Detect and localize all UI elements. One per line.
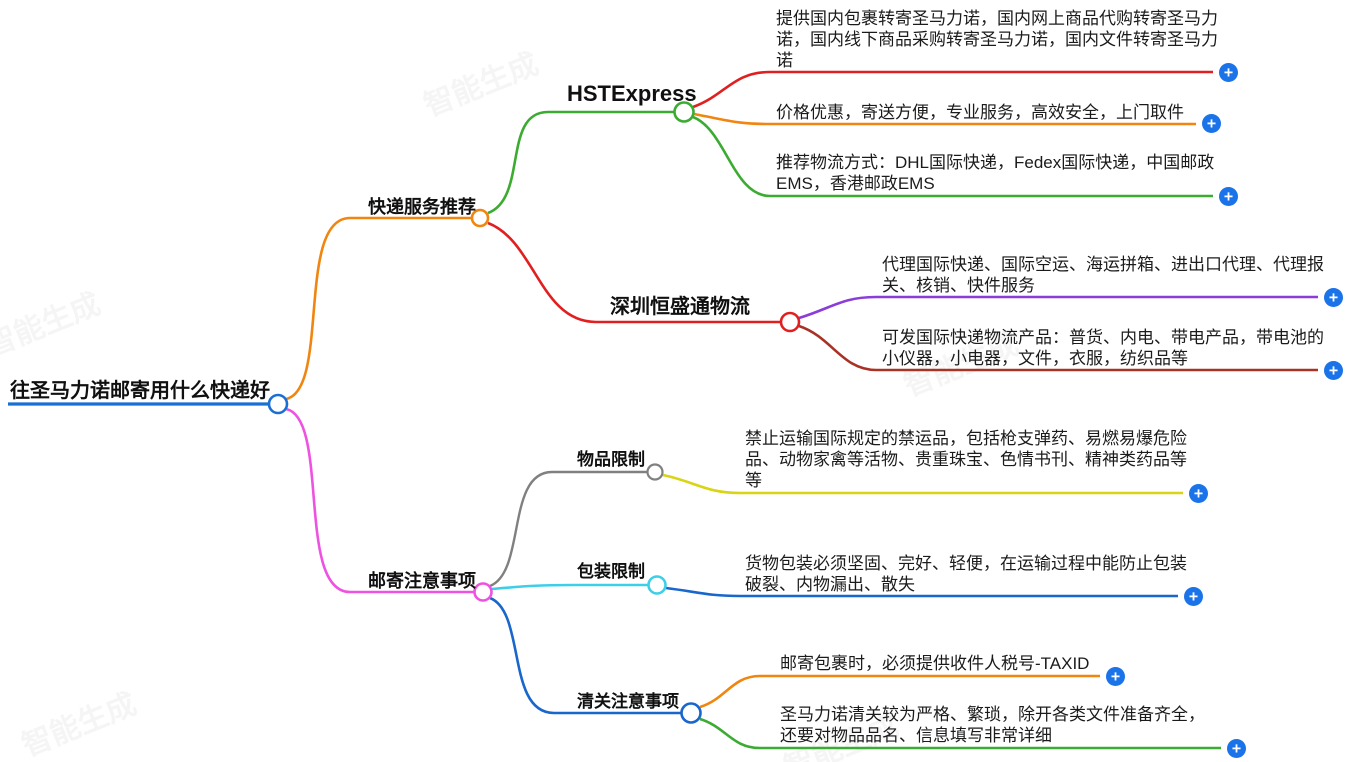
leaf-text[interactable]: 圣马力诺清关较为严格、繁琐，除开各类文件准备齐全，还要对物品品名、信息填写非常详… — [780, 705, 1205, 745]
add-node-button[interactable]: + — [1219, 63, 1238, 82]
leaf-text[interactable]: 提供国内包裹转寄圣马力诺，国内网上商品代购转寄圣马力诺，国内线下商品采购转寄圣马… — [776, 9, 1218, 70]
leaf-text[interactable]: 货物包装必须坚固、完好、轻便，在运输过程中能防止包装破裂、内物漏出、散失 — [745, 554, 1187, 594]
plus-icon: + — [1231, 739, 1242, 757]
connector-customs-leaf-2 — [699, 717, 1221, 750]
root-node-label[interactable]: 往圣马力诺邮寄用什么快递好 — [10, 380, 270, 402]
connector-item-limit — [489, 470, 647, 588]
add-node-button[interactable]: + — [1189, 484, 1208, 503]
connector-hst-leaf-1 — [692, 70, 1213, 109]
connector-item-leaf — [662, 473, 1183, 495]
connector-express-recommend — [285, 216, 471, 401]
plus-icon: + — [1223, 187, 1234, 205]
leaf-text[interactable]: 推荐物流方式：DHL国际快递，Fedex国际快递，中国邮政EMS，香港邮政EMS — [776, 153, 1215, 193]
connector-hstexpress — [487, 110, 674, 215]
connector-pack-leaf — [665, 586, 1178, 598]
node-item-limit-label[interactable]: 物品限制 — [577, 450, 645, 469]
add-node-button[interactable]: + — [1184, 587, 1203, 606]
branch-mail-notes-label[interactable]: 邮寄注意事项 — [368, 571, 476, 591]
connector-pack-limit — [491, 583, 648, 591]
node-hstexpress-label[interactable]: HSTExpress — [567, 81, 697, 106]
pack-limit-handle[interactable] — [647, 575, 667, 595]
leaf-text[interactable]: 禁止运输国际规定的禁运品，包括枪支弹药、易燃易爆危险品、动物家禽等活物、贵重珠宝… — [745, 429, 1187, 490]
connector-sz-leaf-1 — [798, 295, 1318, 320]
add-node-button[interactable]: + — [1219, 187, 1238, 206]
plus-icon: + — [1223, 63, 1234, 81]
shenzhen-hst-handle[interactable] — [779, 311, 801, 333]
leaf-text[interactable]: 价格优惠，寄送方便，专业服务，高效安全，上门取件 — [776, 103, 1184, 122]
leaf-text[interactable]: 可发国际快递物流产品：普货、内电、带电产品，带电池的小仪器，小电器，文件，衣服，… — [882, 328, 1324, 368]
add-node-button[interactable]: + — [1106, 667, 1125, 686]
connector-sz-leaf-2 — [798, 324, 1318, 372]
connector-shenzhen-hst — [487, 221, 780, 324]
plus-icon: + — [1188, 587, 1199, 605]
leaf-text[interactable]: 邮寄包裹时，必须提供收件人税号-TAXID — [780, 654, 1090, 673]
plus-icon: + — [1328, 288, 1339, 306]
branch-express-recommend-label[interactable]: 快递服务推荐 — [368, 197, 476, 217]
customs-notes-handle[interactable] — [680, 702, 702, 724]
connector-mail-notes — [285, 407, 474, 594]
root-node-handle[interactable] — [267, 393, 289, 415]
node-shenzhen-hst-label[interactable]: 深圳恒盛通物流 — [610, 296, 750, 318]
plus-icon: + — [1328, 361, 1339, 379]
mail-notes-handle[interactable] — [473, 582, 493, 602]
express-recommend-handle[interactable] — [470, 208, 490, 228]
add-node-button[interactable]: + — [1324, 288, 1343, 307]
hstexpress-handle[interactable] — [673, 101, 695, 123]
plus-icon: + — [1193, 484, 1204, 502]
connector-customs-notes — [489, 596, 682, 715]
node-customs-notes-label[interactable]: 清关注意事项 — [577, 692, 679, 711]
item-limit-handle[interactable] — [646, 463, 664, 481]
leaf-text[interactable]: 代理国际快递、国际空运、海运拼箱、进出口代理、代理报关、核销、快件服务 — [882, 255, 1324, 295]
plus-icon: + — [1206, 114, 1217, 132]
connector-customs-leaf-1 — [699, 674, 1100, 709]
add-node-button[interactable]: + — [1227, 739, 1246, 758]
connector-hst-leaf-3 — [692, 115, 1213, 198]
node-pack-limit-label[interactable]: 包装限制 — [577, 562, 645, 581]
add-node-button[interactable]: + — [1324, 361, 1343, 380]
connector-hst-leaf-2 — [693, 112, 1196, 126]
add-node-button[interactable]: + — [1202, 114, 1221, 133]
plus-icon: + — [1110, 667, 1121, 685]
